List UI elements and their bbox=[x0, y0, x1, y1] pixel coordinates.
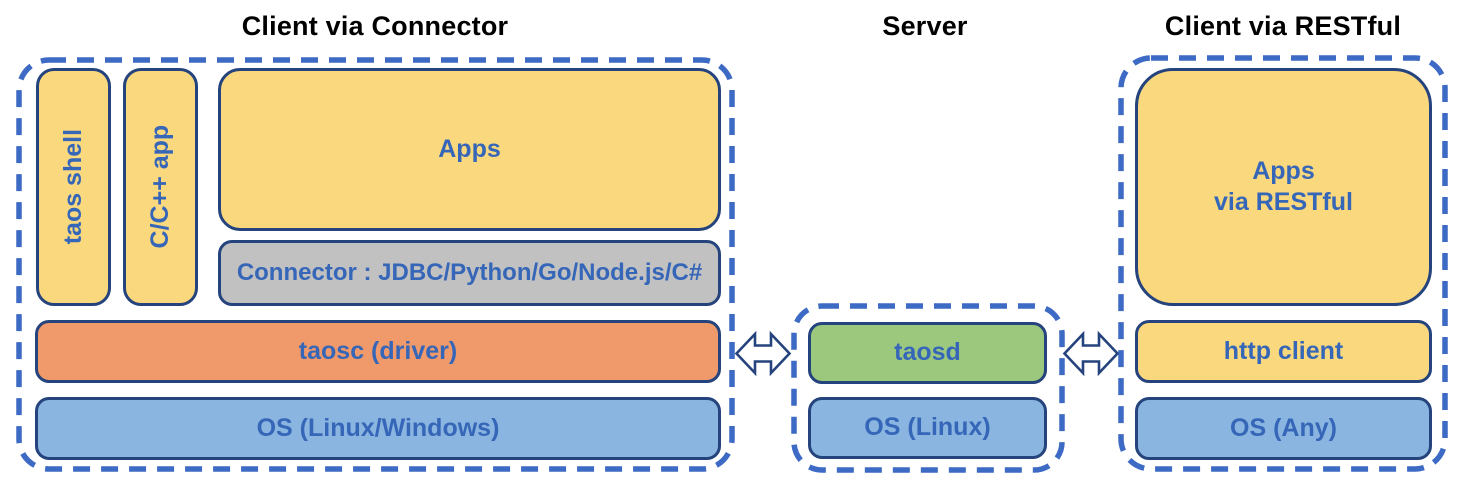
double-headed-arrow-icon bbox=[734, 330, 792, 381]
connector-box: Connector : JDBC/Python/Go/Node.js/C# bbox=[218, 240, 721, 306]
cpp-app-label: C/C++ app bbox=[145, 125, 174, 249]
apps-label: Apps bbox=[438, 134, 501, 163]
dashed-border bbox=[16, 57, 735, 472]
connector-label: Connector : JDBC/Python/Go/Node.js/C# bbox=[236, 259, 703, 286]
taos-shell-box: taos shell bbox=[36, 68, 111, 306]
taosc-driver-box: taosc (driver) bbox=[35, 320, 721, 383]
client-via-connector-group bbox=[16, 57, 735, 472]
os-linux-windows-box: OS (Linux/Windows) bbox=[35, 397, 721, 460]
http-client-label: http client bbox=[1223, 336, 1344, 365]
os-linux-box: OS (Linux) bbox=[808, 397, 1047, 459]
os-linux-label: OS (Linux) bbox=[864, 413, 991, 442]
apps-box: Apps bbox=[218, 68, 721, 231]
double-headed-arrow-icon bbox=[1062, 330, 1120, 381]
apps-via-restful-label: Apps via RESTful bbox=[1214, 156, 1353, 216]
section-title-client-via-connector: Client via Connector bbox=[241, 11, 509, 41]
taos-shell-label: taos shell bbox=[58, 129, 87, 245]
dashed-border bbox=[1118, 55, 1448, 472]
os-any-box: OS (Any) bbox=[1135, 397, 1432, 460]
os-linux-windows-label: OS (Linux/Windows) bbox=[256, 413, 500, 442]
cpp-app-box: C/C++ app bbox=[123, 68, 198, 306]
section-title-server: Server bbox=[882, 11, 968, 41]
apps-via-restful-box: Apps via RESTful bbox=[1135, 68, 1432, 306]
client-via-restful-group bbox=[1118, 55, 1448, 472]
section-title-client-via-restful: Client via RESTful bbox=[1164, 11, 1402, 41]
taosc-driver-label: taosc (driver) bbox=[298, 336, 458, 365]
taosd-box: taosd bbox=[808, 322, 1047, 384]
os-any-label: OS (Any) bbox=[1230, 413, 1337, 442]
taosd-label: taosd bbox=[894, 338, 961, 367]
dashed-border bbox=[791, 303, 1065, 473]
server-group bbox=[791, 303, 1065, 473]
http-client-box: http client bbox=[1135, 320, 1432, 383]
